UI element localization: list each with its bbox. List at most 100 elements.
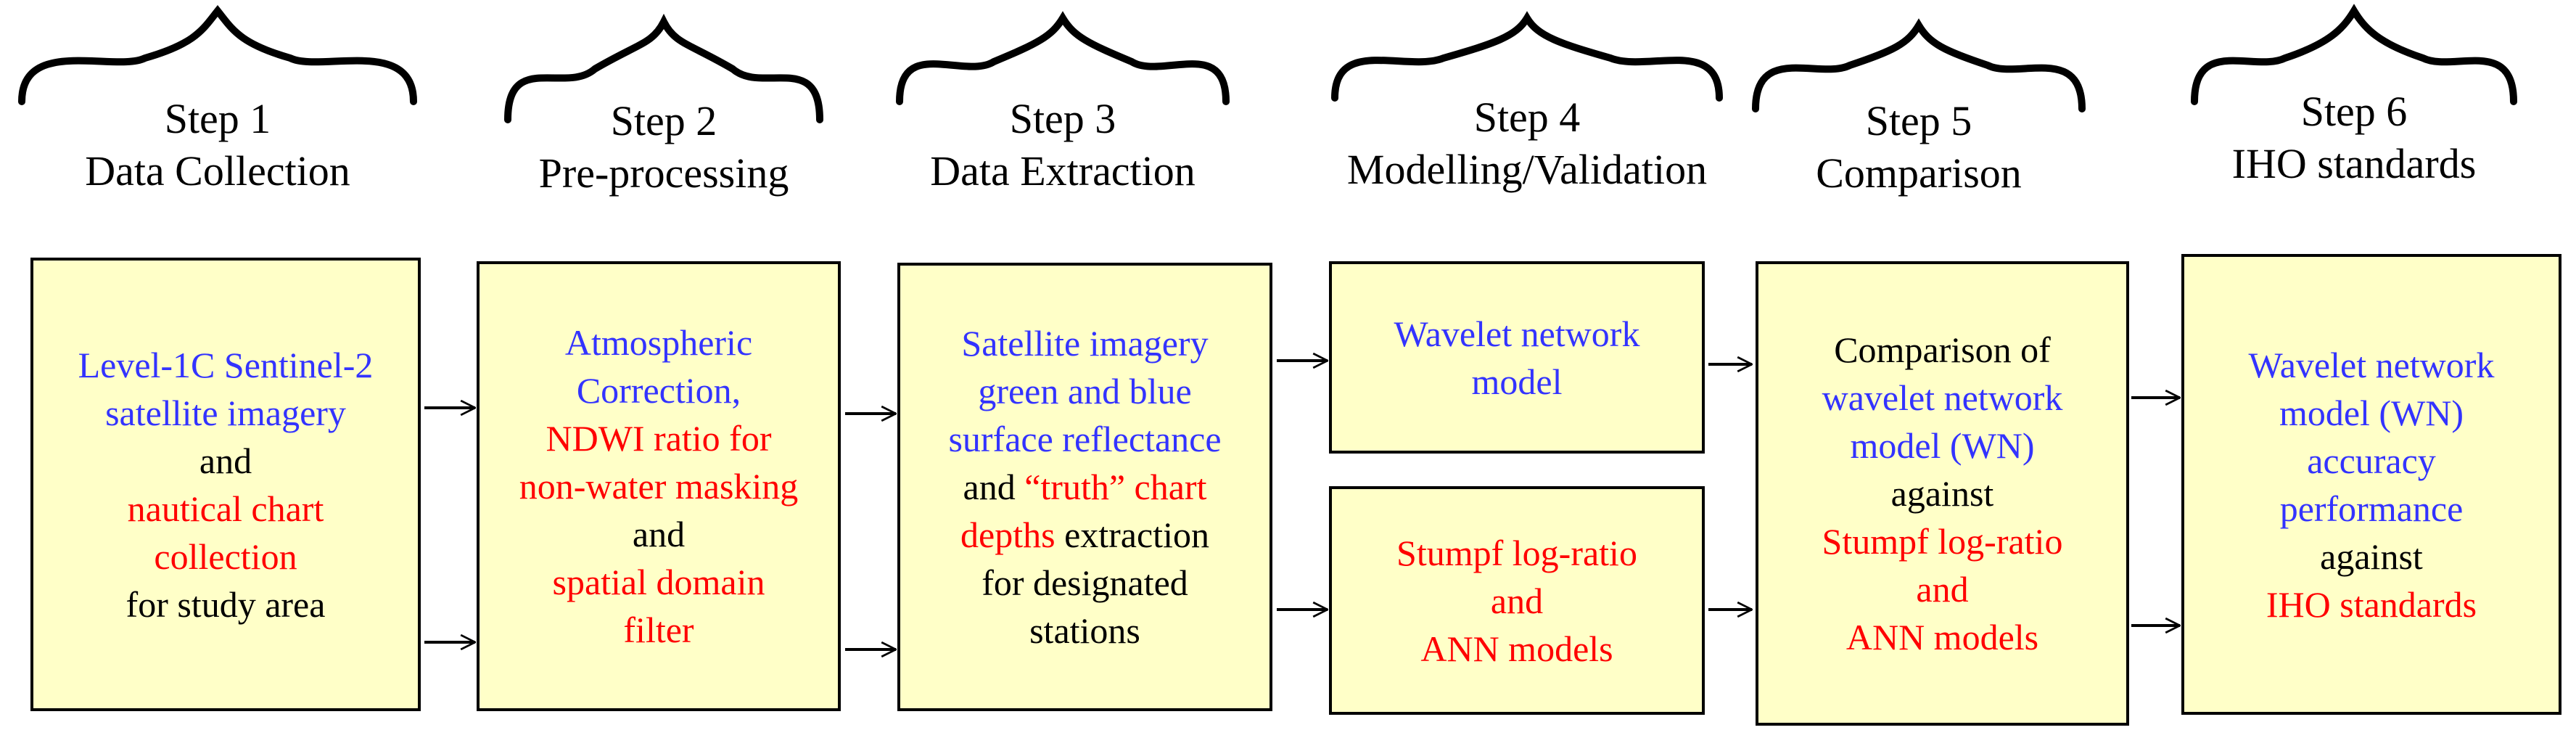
box-text-line: nautical chart <box>128 485 324 533</box>
step-number: Step 1 <box>164 95 271 142</box>
box-text-line: green and blue <box>978 367 1191 415</box>
text-segment-red: Stumpf log-ratio <box>1396 532 1637 573</box>
box-text-line: against <box>1891 470 1994 517</box>
box-text-line: Level-1C Sentinel-2 <box>78 341 374 389</box>
brace-step-2 <box>504 13 823 123</box>
text-segment-black: for designated <box>982 562 1188 603</box>
step-name: Modelling/Validation <box>1346 146 1708 193</box>
text-segment-black: stations <box>1029 610 1140 651</box>
box-text-line: Correction, <box>577 366 741 414</box>
text-segment-black: against <box>2320 536 2423 577</box>
box-text-line: for study area <box>126 581 326 628</box>
text-segment-blue: Satellite imagery <box>961 323 1209 364</box>
step-heading-2: Step 2 Pre-processing <box>493 95 834 200</box>
step-heading-4: Step 4 Modelling/Validation <box>1320 91 1734 196</box>
step-number: Step 6 <box>2300 88 2408 135</box>
text-segment-red: ANN models <box>1845 617 2039 657</box>
text-segment-black: and <box>963 467 1025 507</box>
box-text-line: Atmospheric <box>565 319 752 366</box>
brace-step-5 <box>1752 18 2086 112</box>
box-text-line: and <box>199 437 252 485</box>
box-text-line: non-water masking <box>519 462 799 510</box>
text-segment-red: spatial domain <box>552 562 765 602</box>
text-segment-blue: Level-1C Sentinel-2 <box>78 344 374 385</box>
box-text-line: model (WN) <box>2279 389 2464 437</box>
text-segment-red: IHO standards <box>2266 583 2477 625</box>
text-segment-black: and <box>632 514 686 554</box>
box-text-line: and <box>633 510 685 558</box>
step-name: Pre-processing <box>538 149 789 197</box>
step-name: Data Collection <box>85 147 350 194</box>
box-text-line: filter <box>623 606 694 654</box>
step-name: IHO standards <box>2231 140 2477 187</box>
box-text-line: performance <box>2280 485 2464 533</box>
box-text-line: surface reflectance <box>948 415 1221 463</box>
text-segment-blue: wavelet network <box>1822 377 2063 418</box>
text-segment-blue: Wavelet network <box>2248 344 2495 385</box>
brace-step-6 <box>2191 4 2517 105</box>
text-segment-black: Comparison of <box>1834 329 2051 370</box>
text-segment-red: nautical chart <box>127 488 324 529</box>
box-text-line: and <box>1916 565 1968 613</box>
box-text-line: model (WN) <box>1850 422 2034 470</box>
text-segment-black: against <box>1890 473 1994 514</box>
text-segment-blue: Correction, <box>576 370 741 411</box>
text-segment-blue: satellite imagery <box>105 392 346 433</box>
box-text-line: spatial domain <box>553 558 765 606</box>
text-segment-red: NDWI ratio for <box>546 418 772 459</box>
box-data-collection: Level-1C Sentinel-2 satellite imagery and n… <box>30 258 421 711</box>
step-name: Data Extraction <box>930 147 1196 194</box>
box-text-line: model <box>1472 358 1563 406</box>
text-segment-blue: green and blue <box>978 371 1192 411</box>
text-segment-blue: model (WN) <box>1850 425 2035 466</box>
text-segment-blue: model <box>1471 361 1563 402</box>
step-heading-5: Step 5 Comparison <box>1756 95 2082 200</box>
brace-step-4 <box>1331 11 1723 102</box>
box-text-line: against <box>2320 533 2423 581</box>
text-segment-red: Stumpf log-ratio <box>1822 521 2063 562</box>
box-text-line: Stumpf log-ratio <box>1396 529 1637 577</box>
text-segment-red: ANN models <box>1420 628 1613 669</box>
text-segment-red: “truth” chart <box>1024 467 1207 507</box>
text-segment-blue: model (WN) <box>2279 392 2464 433</box>
box-text-line: satellite imagery <box>105 389 346 437</box>
box-wavelet-model: Wavelet network model <box>1329 261 1705 454</box>
box-text-line: Wavelet network <box>1394 310 1640 358</box>
text-segment-red: non-water masking <box>519 466 799 507</box>
box-text-line: Stumpf log-ratio <box>1822 517 2063 565</box>
step-name: Comparison <box>1816 149 2022 197</box>
box-text-line: Comparison of <box>1834 326 2051 374</box>
text-segment-black: extraction <box>1055 514 1209 555</box>
step-number: Step 4 <box>1473 94 1581 141</box>
text-segment-red: and <box>1916 569 1969 610</box>
step-heading-6: Step 6 IHO standards <box>2184 86 2524 190</box>
step-heading-1: Step 1 Data Collection <box>44 93 392 197</box>
text-segment-black: and <box>199 440 252 481</box>
box-text-line: IHO standards <box>2266 581 2477 628</box>
box-text-line: ANN models <box>1420 625 1613 673</box>
box-text-line: NDWI ratio for <box>546 414 772 462</box>
box-data-extraction: Satellite imagery green and blue surface r… <box>897 263 1272 711</box>
text-segment-red: and <box>1490 580 1544 621</box>
text-segment-blue: surface reflectance <box>948 419 1222 459</box>
text-segment-red: collection <box>154 536 297 577</box>
box-text-line: and “truth” chart <box>963 463 1207 511</box>
text-segment-blue: Wavelet network <box>1394 313 1640 354</box>
text-segment-blue: Atmospheric <box>564 322 753 363</box>
brace-step-1 <box>18 4 417 105</box>
brace-step-3 <box>896 11 1230 105</box>
box-text-line: Wavelet network <box>2249 341 2495 389</box>
step-number: Step 3 <box>1009 95 1116 142</box>
box-text-line: stations <box>1029 607 1140 655</box>
box-text-line: depths extraction <box>960 511 1209 559</box>
box-comparison: Comparison of wavelet network model (WN) ag… <box>1756 261 2129 726</box>
text-segment-red: depths <box>960 514 1055 555</box>
box-text-line: wavelet network <box>1822 374 2063 422</box>
box-text-line: accuracy <box>2307 437 2436 485</box>
step-number: Step 5 <box>1865 97 1972 144</box>
text-segment-blue: accuracy <box>2307 440 2436 481</box>
step-heading-3: Step 3 Data Extraction <box>889 93 1237 197</box>
